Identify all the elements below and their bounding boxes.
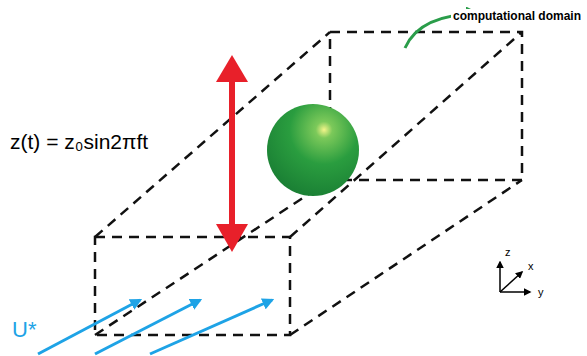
axis-label: y	[536, 286, 546, 299]
motion-equation: z(t) = z₀sin2πft	[8, 130, 150, 153]
flow-arrows	[38, 300, 272, 354]
oscillation-arrow	[216, 55, 248, 252]
axis-label: x	[526, 260, 536, 273]
axis-label: z	[503, 246, 513, 259]
domain-box	[95, 32, 522, 335]
sphere	[267, 104, 359, 196]
domain-label: computational domain	[451, 9, 583, 23]
velocity-label: U*	[10, 318, 38, 342]
